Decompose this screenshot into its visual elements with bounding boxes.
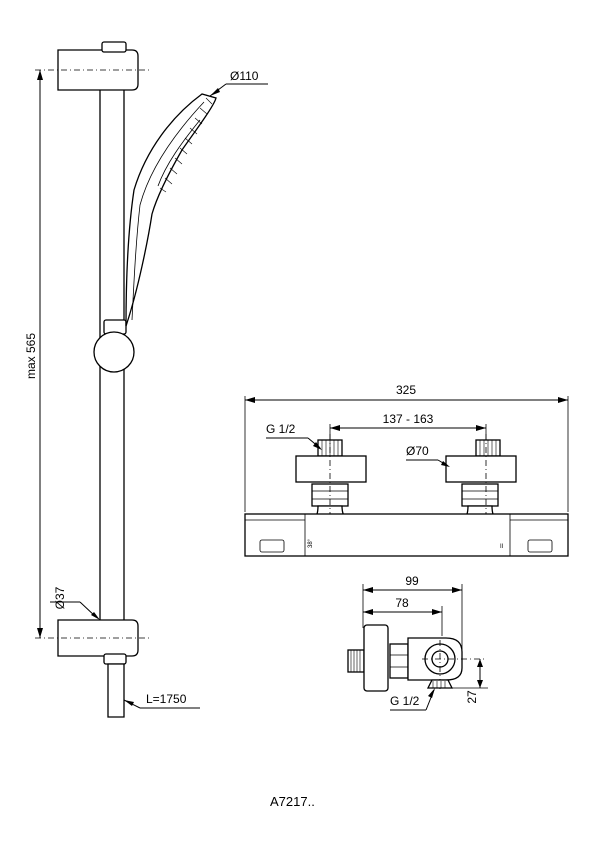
right-inlet (445, 439, 517, 521)
mixer-width-label: 325 (396, 383, 416, 397)
slider-knob (93, 331, 135, 373)
side-depth-inlet-label: 78 (395, 596, 409, 610)
inlet-centers-label: 137 - 163 (383, 412, 434, 426)
temperature-handle-grip (259, 539, 285, 553)
outlet-thread-label: G 1/2 (390, 694, 420, 708)
handshower-diameter-label: Ø110 (230, 69, 259, 83)
left-inlet (295, 439, 367, 521)
top-bracket-cap (101, 41, 127, 53)
temperature-mark-icon: 38° (308, 538, 314, 548)
side-cover (363, 624, 389, 692)
stop-mark-icon: II (500, 544, 504, 550)
inlet-thread-label: G 1/2 (266, 422, 296, 436)
flow-handle-grip (527, 539, 553, 553)
mixer-body (244, 513, 569, 557)
mixer-front-view: 325 137 - 163 (244, 383, 569, 557)
top-wall-bracket (57, 49, 139, 91)
side-depth-overall-label: 99 (405, 574, 419, 588)
bottom-wall-bracket (57, 619, 139, 657)
hose-length-label: L=1750 (146, 692, 187, 706)
outlet-offset-label: 27 (465, 690, 479, 704)
product-code: A7217.. (270, 794, 315, 809)
shower-rail-set: max 565 Ø110 Ø37 L=1750 (24, 41, 268, 718)
cover-diameter-label: Ø70 (406, 444, 429, 458)
hand-shower (125, 93, 217, 327)
rail-height-label: max 565 (24, 333, 38, 379)
hose-connector (103, 653, 127, 665)
rail-diameter-label: Ø37 (53, 586, 67, 609)
shower-hose (107, 663, 125, 718)
outlet-nipple (426, 679, 454, 689)
mixer-side-view: 99 78 27 G 1/2 (347, 574, 488, 711)
